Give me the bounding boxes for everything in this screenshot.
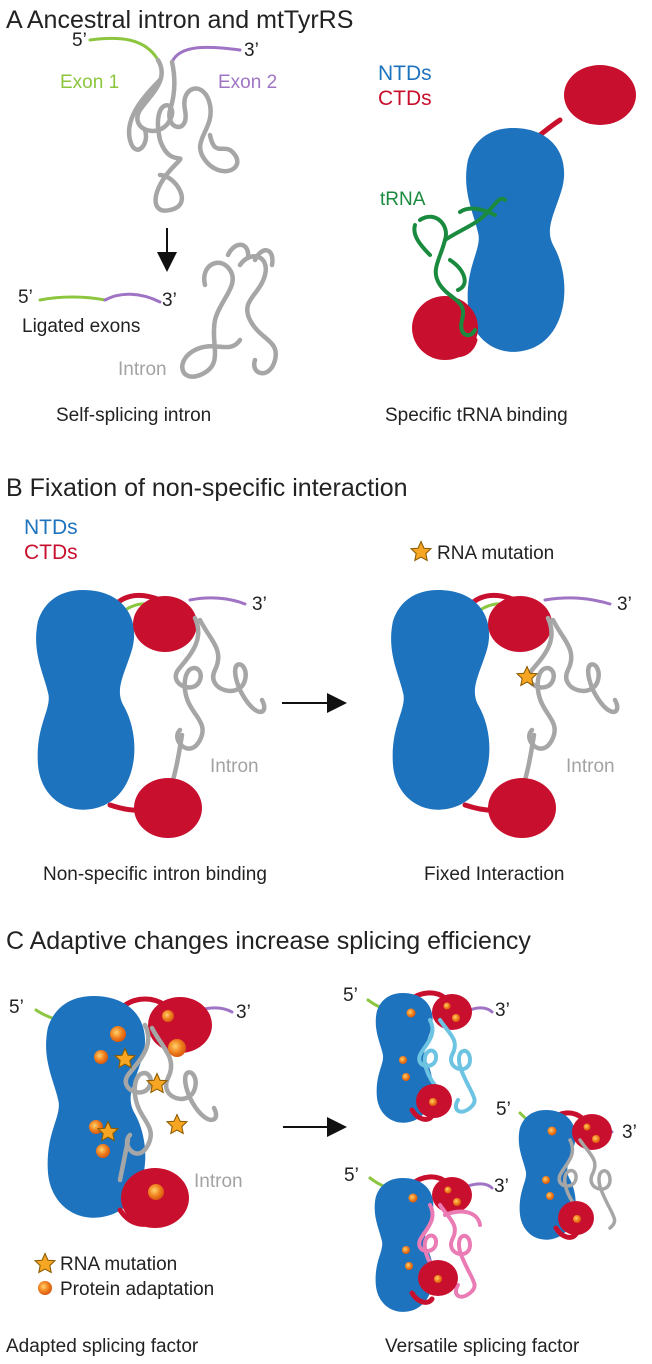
complex-versatile-3 <box>368 1174 494 1312</box>
trna-molecule <box>412 196 507 338</box>
complex-versatile-1 <box>366 990 494 1123</box>
versatile-2-five-prime: 5’ <box>496 1099 511 1120</box>
panel-b-caption-left: Non-specific intron binding <box>43 864 267 885</box>
panel-c-five-prime-main: 5’ <box>9 997 24 1018</box>
panel-c-caption-left: Adapted splicing factor <box>6 1336 199 1357</box>
panel-c-intron-main: Intron <box>194 1171 243 1192</box>
panel-b-title: B Fixation of non-specific interaction <box>6 474 408 502</box>
versatile-3-three-prime: 3’ <box>494 1176 509 1197</box>
panel-a-caption-right: Specific tRNA binding <box>385 405 568 426</box>
complex-versatile-2 <box>518 1110 617 1240</box>
panel-b-ntds-label: NTDs <box>24 516 78 539</box>
panel-b-rna-mutation-label: RNA mutation <box>437 543 554 564</box>
three-prime-label: 3’ <box>244 40 259 61</box>
versatile-1-three-prime: 3’ <box>495 1000 510 1021</box>
ligated-three-prime: 3’ <box>162 290 177 311</box>
panel-c-rna-mutation-label: RNA mutation <box>60 1254 177 1275</box>
panel-c-caption-right: Versatile splicing factor <box>385 1336 580 1357</box>
complex-adapted <box>34 996 234 1228</box>
panel-a-caption-left: Self-splicing intron <box>56 405 211 426</box>
precursor-rna <box>88 36 242 213</box>
five-prime-label: 5’ <box>72 30 87 51</box>
versatile-3-five-prime: 5’ <box>344 1165 359 1186</box>
panel-b-three-prime-left: 3’ <box>252 594 267 615</box>
excised-intron-label: Intron <box>118 359 167 380</box>
legend-c-star-icon <box>34 1252 56 1274</box>
panel-c-three-prime-main: 3’ <box>236 1002 251 1023</box>
panel-b-intron-left: Intron <box>210 756 259 777</box>
ctds-label: CTDs <box>378 87 432 110</box>
ctd-bottom <box>412 296 478 360</box>
legend-dot-icon <box>38 1281 52 1295</box>
panel-b-three-prime-right: 3’ <box>617 594 632 615</box>
ligated-five-prime: 5’ <box>18 287 33 308</box>
complex-fixed <box>391 590 620 838</box>
excised-intron <box>180 242 279 379</box>
panel-c-title: C Adaptive changes increase splicing eff… <box>6 927 531 955</box>
panel-b-ctds-label: CTDs <box>24 541 78 564</box>
trna-label: tRNA <box>380 189 426 210</box>
ntds-label: NTDs <box>378 62 432 85</box>
complex-nonspecific <box>36 590 267 838</box>
versatile-1-five-prime: 5’ <box>343 985 358 1006</box>
ligated-exons-label: Ligated exons <box>22 316 140 337</box>
panel-b-intron-right: Intron <box>566 756 615 777</box>
panel-b-caption-right: Fixed Interaction <box>424 864 564 885</box>
exon2-label: Exon 2 <box>218 72 277 93</box>
legend-star-icon <box>410 540 432 562</box>
exon1-label: Exon 1 <box>60 72 119 93</box>
mttyrrs-protein <box>412 65 636 360</box>
adaptation-dots <box>89 1010 186 1200</box>
panel-c-protein-adaptation-label: Protein adaptation <box>60 1279 214 1300</box>
versatile-2-three-prime: 3’ <box>622 1122 637 1143</box>
panel-a-title: A Ancestral intron and mtTyrRS <box>6 6 353 34</box>
ctd-top <box>564 65 636 125</box>
